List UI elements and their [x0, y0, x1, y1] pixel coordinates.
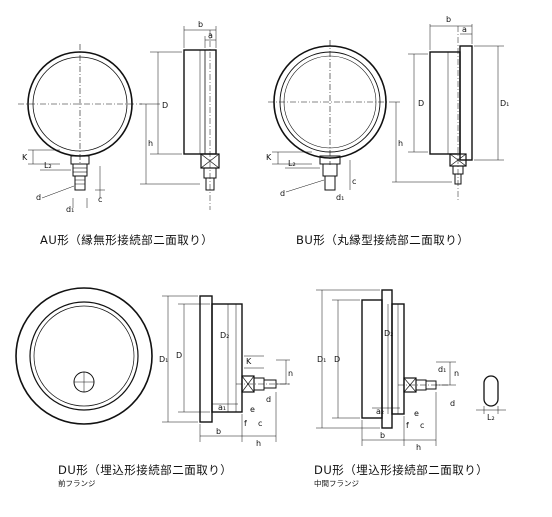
dim-a: a: [462, 25, 467, 34]
dim-b: b: [216, 427, 221, 436]
dim-D2: D₂: [384, 329, 393, 338]
dim-n: n: [454, 369, 459, 378]
dim-K: K: [22, 153, 28, 162]
dim-d1: d₁: [438, 365, 446, 374]
dim-D: D: [418, 99, 424, 108]
dim-c: c: [258, 419, 262, 428]
dim-D: D: [334, 355, 340, 364]
dim-h: h: [398, 139, 403, 148]
dim-D1: D₁: [317, 355, 326, 364]
dim-d: d: [266, 395, 271, 404]
dim-D: D: [176, 351, 182, 360]
dim-L2: L₂: [44, 161, 52, 170]
caption-au: AU形（縁無形接続部二面取り）: [40, 233, 214, 247]
dim-h: h: [256, 439, 261, 448]
dim-d: d: [36, 193, 41, 202]
caption-du-front: DU形（埋込形接続部二面取り）: [58, 463, 233, 477]
dim-e: e: [250, 405, 255, 414]
caption-du-mid: DU形（埋込形接続部二面取り）: [314, 463, 489, 477]
dimension-labels: b a D h K L₂ d d₁ c b a D D₁ h K L₂ d d₁…: [22, 15, 509, 452]
subcaption-du-front: 前フランジ: [58, 479, 96, 488]
dim-c: c: [420, 421, 424, 430]
dim-L2: L₂: [487, 413, 495, 422]
dim-d: d: [450, 399, 455, 408]
caption-bu: BU形（丸縁型接続部二面取り）: [296, 233, 470, 247]
du-mid-side-view: [316, 289, 456, 446]
bu-side-view: [392, 24, 504, 200]
dim-D2: D₂: [220, 331, 229, 340]
dim-b: b: [380, 431, 385, 440]
dim-a1: a₁: [218, 403, 226, 412]
au-side-view: [140, 26, 220, 210]
dim-d1: d₁: [336, 193, 344, 202]
dim-D1: D₁: [500, 99, 509, 108]
dim-h: h: [148, 139, 153, 148]
dim-c: c: [352, 177, 356, 186]
dim-n: n: [288, 369, 293, 378]
dim-D1: D₁: [159, 355, 168, 364]
dim-a: a: [208, 31, 213, 40]
dim-d1: d₁: [66, 205, 74, 214]
bu-front-view: [268, 40, 392, 193]
dim-K: K: [246, 357, 252, 366]
dim-f: f: [406, 421, 409, 430]
dim-L2: L₂: [288, 159, 296, 168]
au-front-view: [18, 44, 142, 208]
dim-K: K: [266, 153, 272, 162]
du-front-front-view: [15, 287, 153, 425]
dim-b: b: [198, 20, 203, 29]
dim-D: D: [162, 101, 168, 110]
dim-b: b: [446, 15, 451, 24]
dim-d: d: [280, 189, 285, 198]
dim-c: c: [98, 195, 102, 204]
dim-a2: a₂: [376, 407, 384, 416]
dim-e: e: [414, 409, 419, 418]
du-mid-connector-detail: [476, 375, 506, 414]
du-front-side-view: [162, 295, 290, 442]
dim-h: h: [416, 443, 421, 452]
subcaption-du-mid: 中間フランジ: [314, 479, 359, 488]
dim-f: f: [244, 419, 247, 428]
